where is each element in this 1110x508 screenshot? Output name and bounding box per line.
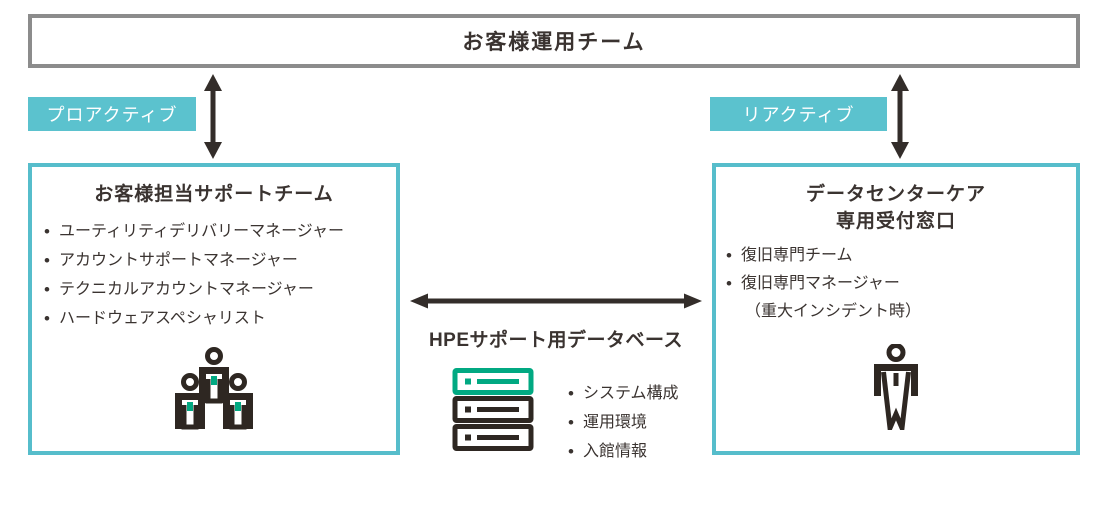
list-item: 入館情報	[568, 437, 679, 466]
horizontal-double-arrow-icon	[410, 293, 702, 309]
list-item: システム構成	[568, 379, 679, 408]
datacenter-care-list: 復旧専門チーム 復旧専門マネージャー （重大インシデント時）	[716, 242, 1076, 325]
customer-operations-team-title: お客様運用チーム	[462, 31, 646, 54]
team-icon	[175, 347, 253, 430]
vertical-double-arrow-left-icon	[204, 74, 222, 159]
reactive-tag-label: リアクティブ	[742, 105, 855, 125]
proactive-tag-label: プロアクティブ	[46, 105, 178, 125]
list-item: 運用環境	[568, 408, 679, 437]
database-items-list: システム構成 運用環境 入館情報	[556, 379, 679, 466]
title-line-2: 専用受付窓口	[835, 211, 956, 232]
list-item-note: （重大インシデント時）	[745, 303, 922, 320]
vertical-double-arrow-right-icon	[891, 74, 909, 159]
customer-support-team-box: お客様担当サポートチーム ユーティリティデリバリーマネージャー アカウントサポー…	[28, 163, 400, 455]
datacenter-care-desk-box: データセンターケア 専用受付窓口 復旧専門チーム 復旧専門マネージャー （重大イ…	[712, 163, 1080, 455]
list-item: ユーティリティデリバリーマネージャー	[44, 217, 396, 246]
list-item: テクニカルアカウントマネージャー	[44, 275, 396, 304]
list-item: 復旧専門チーム	[726, 242, 1076, 270]
reactive-tag: リアクティブ	[710, 97, 887, 131]
list-item: ハードウェアスペシャリスト	[44, 304, 396, 333]
customer-support-team-title: お客様担当サポートチーム	[94, 184, 334, 205]
list-item: 復旧専門マネージャー （重大インシデント時）	[726, 270, 1076, 325]
list-item: アカウントサポートマネージャー	[44, 246, 396, 275]
person-icon	[874, 344, 918, 430]
hpe-support-database-title: HPEサポート用データベース	[428, 330, 684, 351]
customer-support-team-list: ユーティリティデリバリーマネージャー アカウントサポートマネージャー テクニカル…	[32, 217, 396, 333]
title-line-1: データセンターケア	[805, 184, 986, 205]
datacenter-care-desk-title: データセンターケア 専用受付窓口	[716, 181, 1076, 235]
server-stack-icon	[452, 368, 534, 451]
customer-operations-team-box: お客様運用チーム	[28, 14, 1080, 68]
proactive-tag: プロアクティブ	[28, 97, 196, 131]
